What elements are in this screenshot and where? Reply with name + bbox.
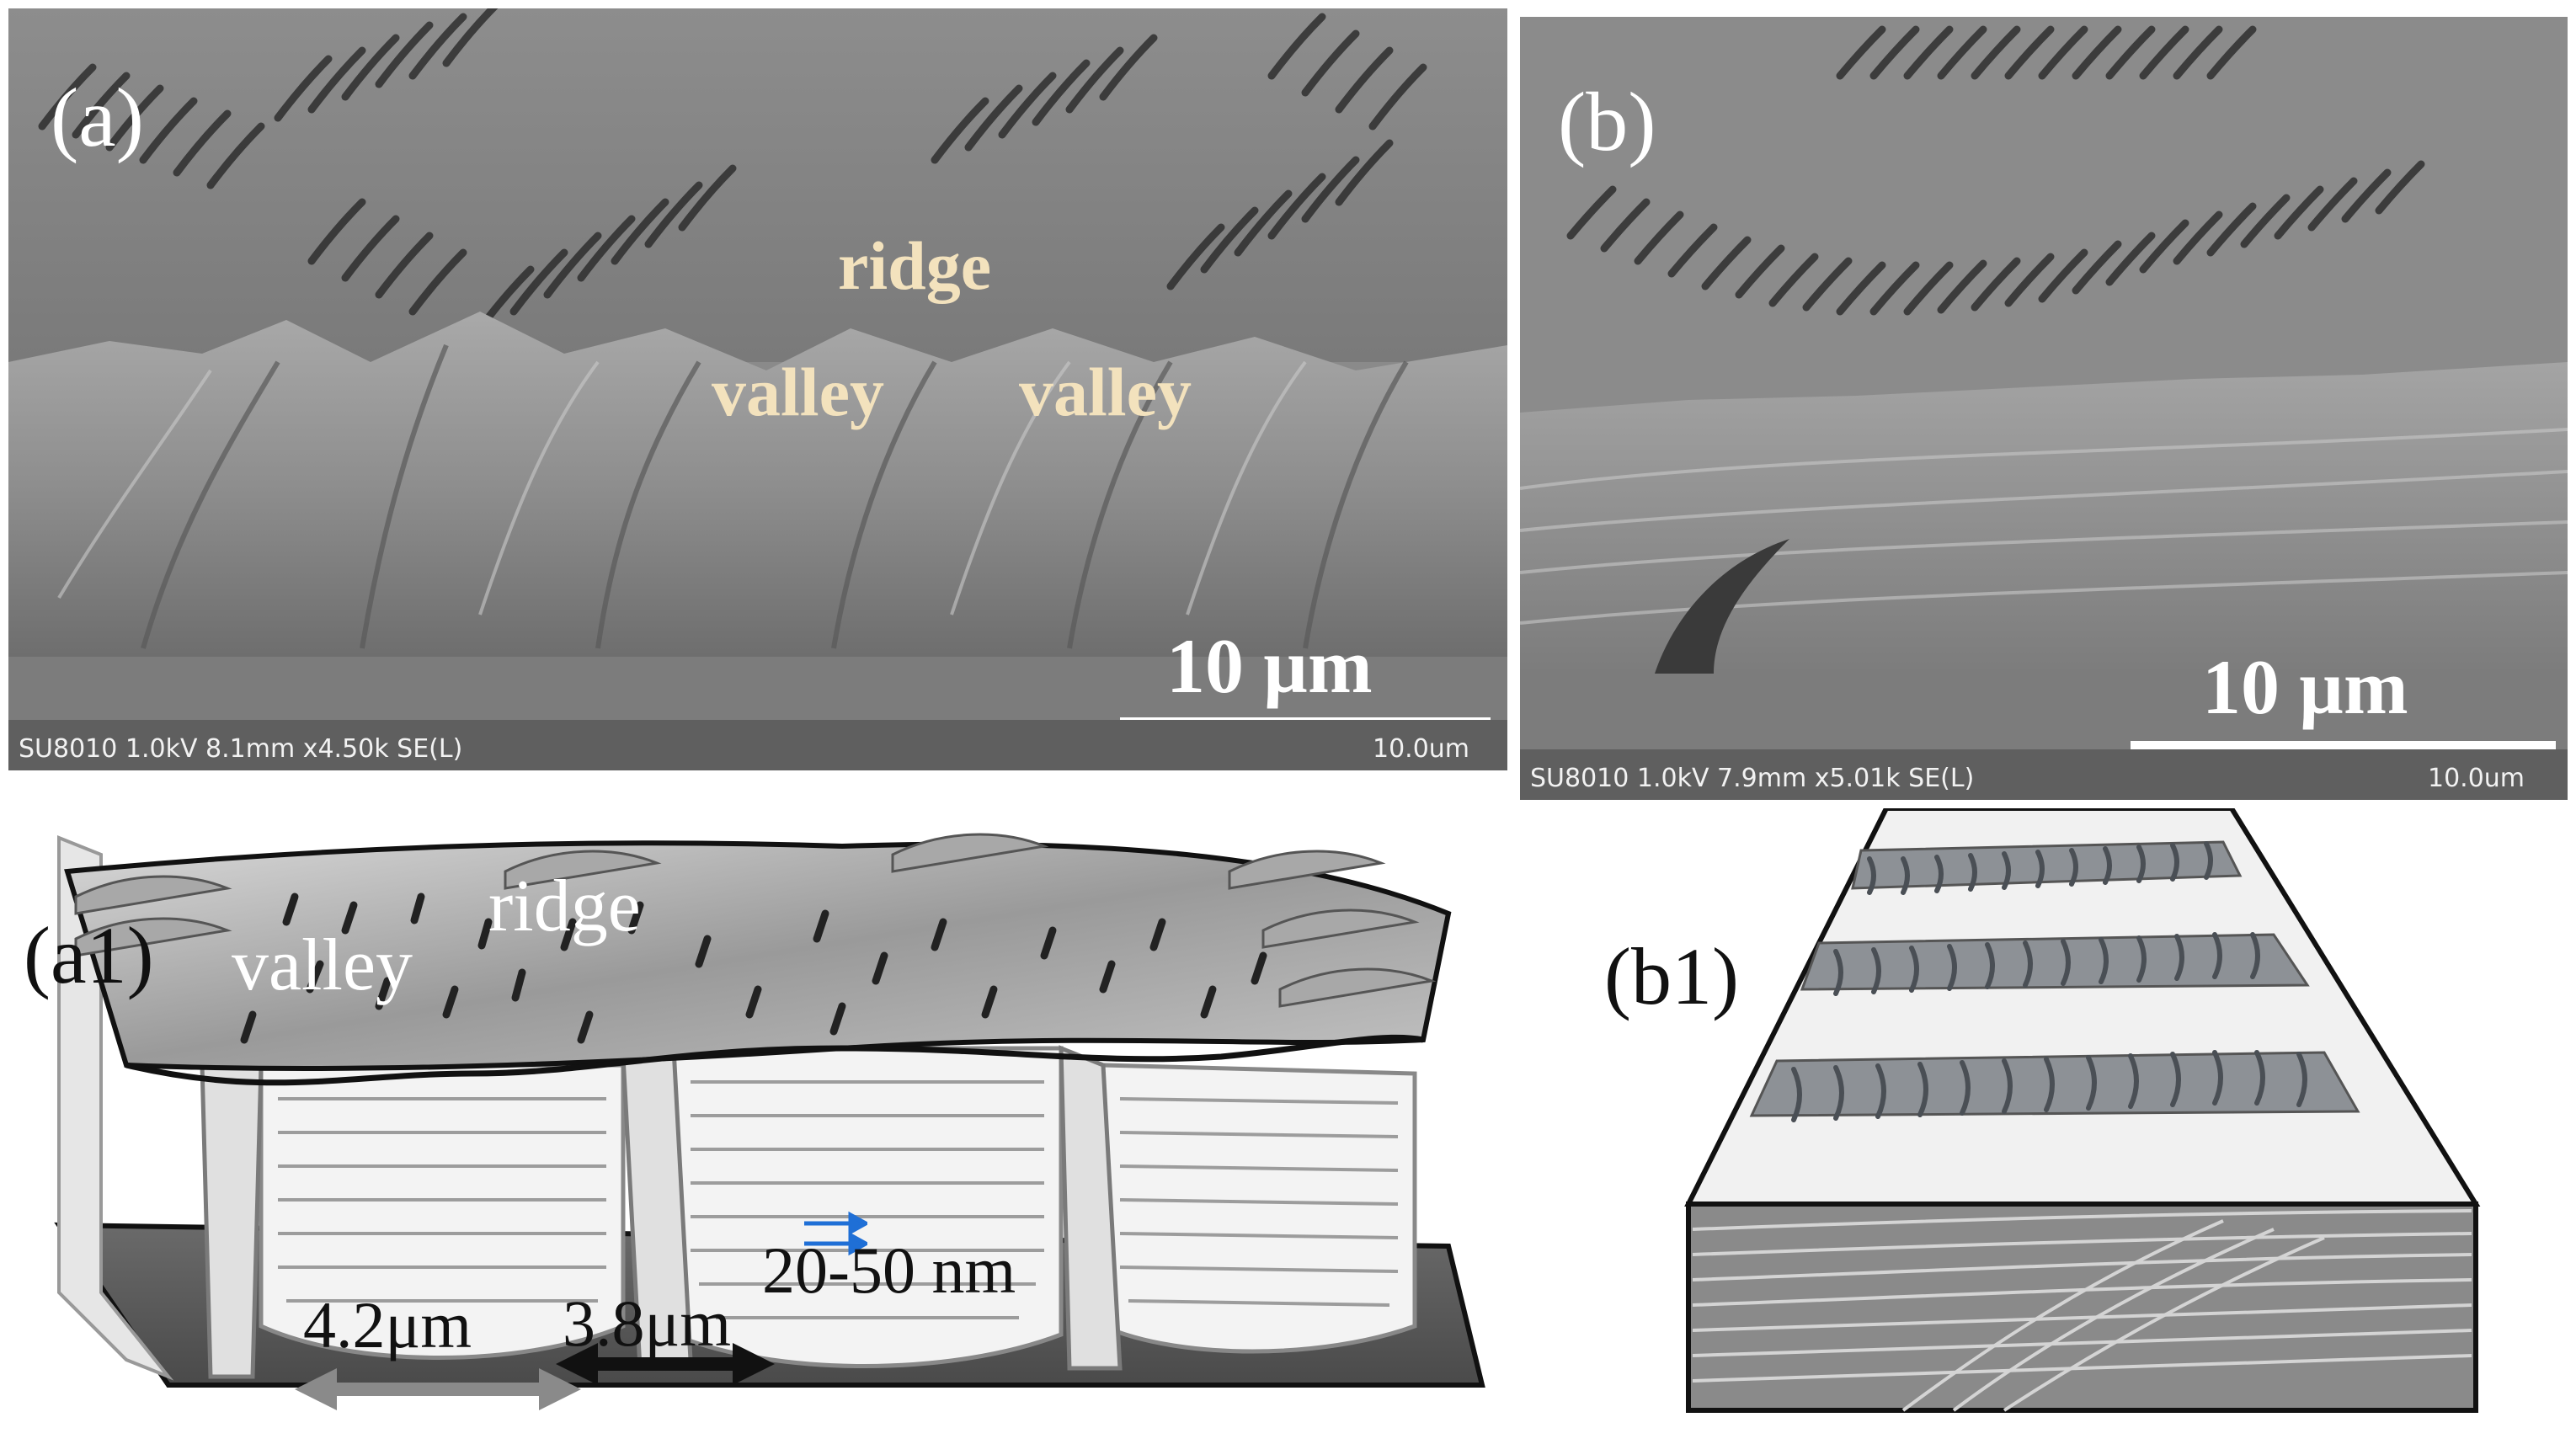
panel-b-label: (b) (1558, 75, 1656, 168)
panel-b1: (b1) (1583, 808, 2568, 1431)
panel-a1-schematic (54, 833, 1485, 1388)
panel-b1-label: (b1) (1604, 931, 1739, 1021)
panel-a-valley-left-label: valley (712, 354, 884, 430)
panel-a1: (a1) ridge valley 20-50 nm 4.2μm 3.8μm (0, 821, 1516, 1444)
panel-a1-valley-label: valley (232, 924, 413, 1006)
panel-a1-width-black-label: 3.8μm (563, 1287, 731, 1360)
spacing-arrows (804, 1211, 867, 1256)
panel-a-info-strip (8, 720, 1507, 770)
panel-a1-width-gray-label: 4.2μm (303, 1288, 472, 1361)
panel-a-info-instrument: SU8010 1.0kV 8.1mm x4.50k SE(L) (19, 734, 463, 764)
panel-a-valley-right-label: valley (1019, 354, 1192, 430)
panel-b-info-scale: 10.0um (2428, 764, 2525, 793)
panel-a-scale-label: 10 µm (1166, 623, 1373, 709)
panel-b1-schematic (1684, 808, 2481, 1413)
panel-a1-ridge-label: ridge (488, 866, 641, 947)
width-arrow-black (556, 1343, 775, 1385)
panel-b-sem-image (1520, 17, 2568, 800)
panel-a-ridge-label: ridge (838, 227, 992, 304)
panel-a: (a) ridge valley valley 10 µm SU8010 1.0… (8, 8, 1507, 770)
panel-b-scale-label: 10 µm (2202, 644, 2408, 730)
panel-b-info-strip (1520, 749, 2568, 800)
panel-a1-spacing-label: 20-50 nm (762, 1234, 1016, 1307)
panel-a-info-scale: 10.0um (1373, 734, 1470, 764)
panel-a-label: (a) (51, 71, 144, 164)
panel-a1-label: (a1) (24, 910, 154, 1000)
panel-b: (b) 10 µm SU8010 1.0kV 7.9mm x5.01k SE(L… (1520, 17, 2568, 800)
width-arrow-gray (295, 1368, 581, 1410)
panel-b-info-instrument: SU8010 1.0kV 7.9mm x5.01k SE(L) (1530, 764, 1975, 793)
